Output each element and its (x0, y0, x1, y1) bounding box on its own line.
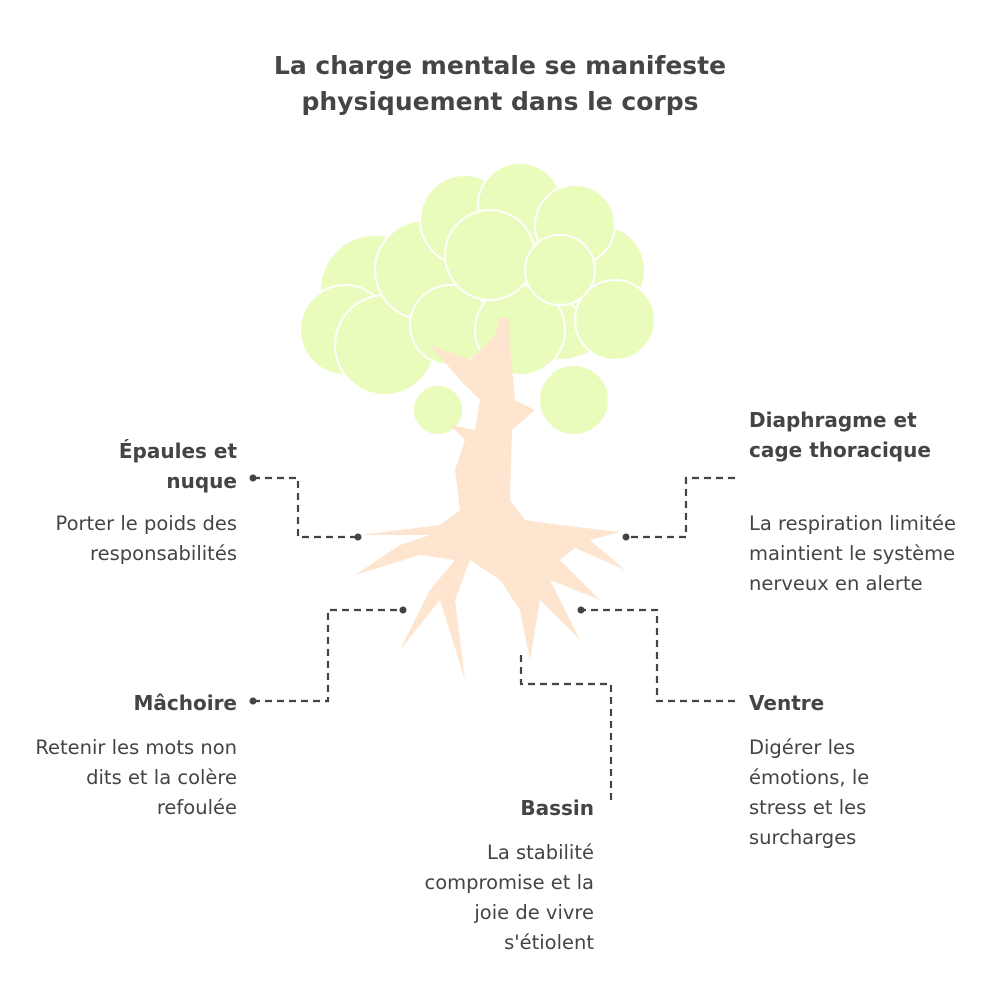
connector-dots (249, 474, 630, 705)
label-epaules: Épaules et nuque (118, 439, 237, 493)
desc-epaules: Porter le poids des responsabilités (55, 512, 237, 565)
tree-foliage (299, 162, 656, 436)
page-title: La charge mentale se manifeste physiquem… (0, 48, 1000, 120)
desc-bassin: La stabilité compromise et la joie de vi… (424, 841, 594, 954)
tree-trunk-and-roots (355, 318, 625, 680)
connector-diaphragme (626, 476, 735, 539)
desc-diaphragme: La respiration limitée maintient le syst… (749, 512, 956, 595)
connector-machoire (253, 608, 403, 703)
title-line-1: La charge mentale se manifeste (273, 51, 727, 80)
label-bassin: Bassin (520, 796, 594, 820)
desc-machoire: Retenir les mots non dits et la colère r… (35, 736, 237, 819)
connector-epaules (253, 476, 358, 539)
label-machoire: Mâchoire (133, 691, 237, 715)
title-line-2: physiquement dans le corps (301, 87, 699, 116)
connectors (253, 476, 735, 805)
label-diaphragme: Diaphragme et cage thoracique (749, 408, 931, 462)
desc-ventre: Digérer les émotions, le stress et les s… (749, 736, 870, 849)
connector-bassin (519, 655, 613, 805)
connector-ventre (581, 608, 735, 703)
label-ventre: Ventre (749, 691, 825, 715)
